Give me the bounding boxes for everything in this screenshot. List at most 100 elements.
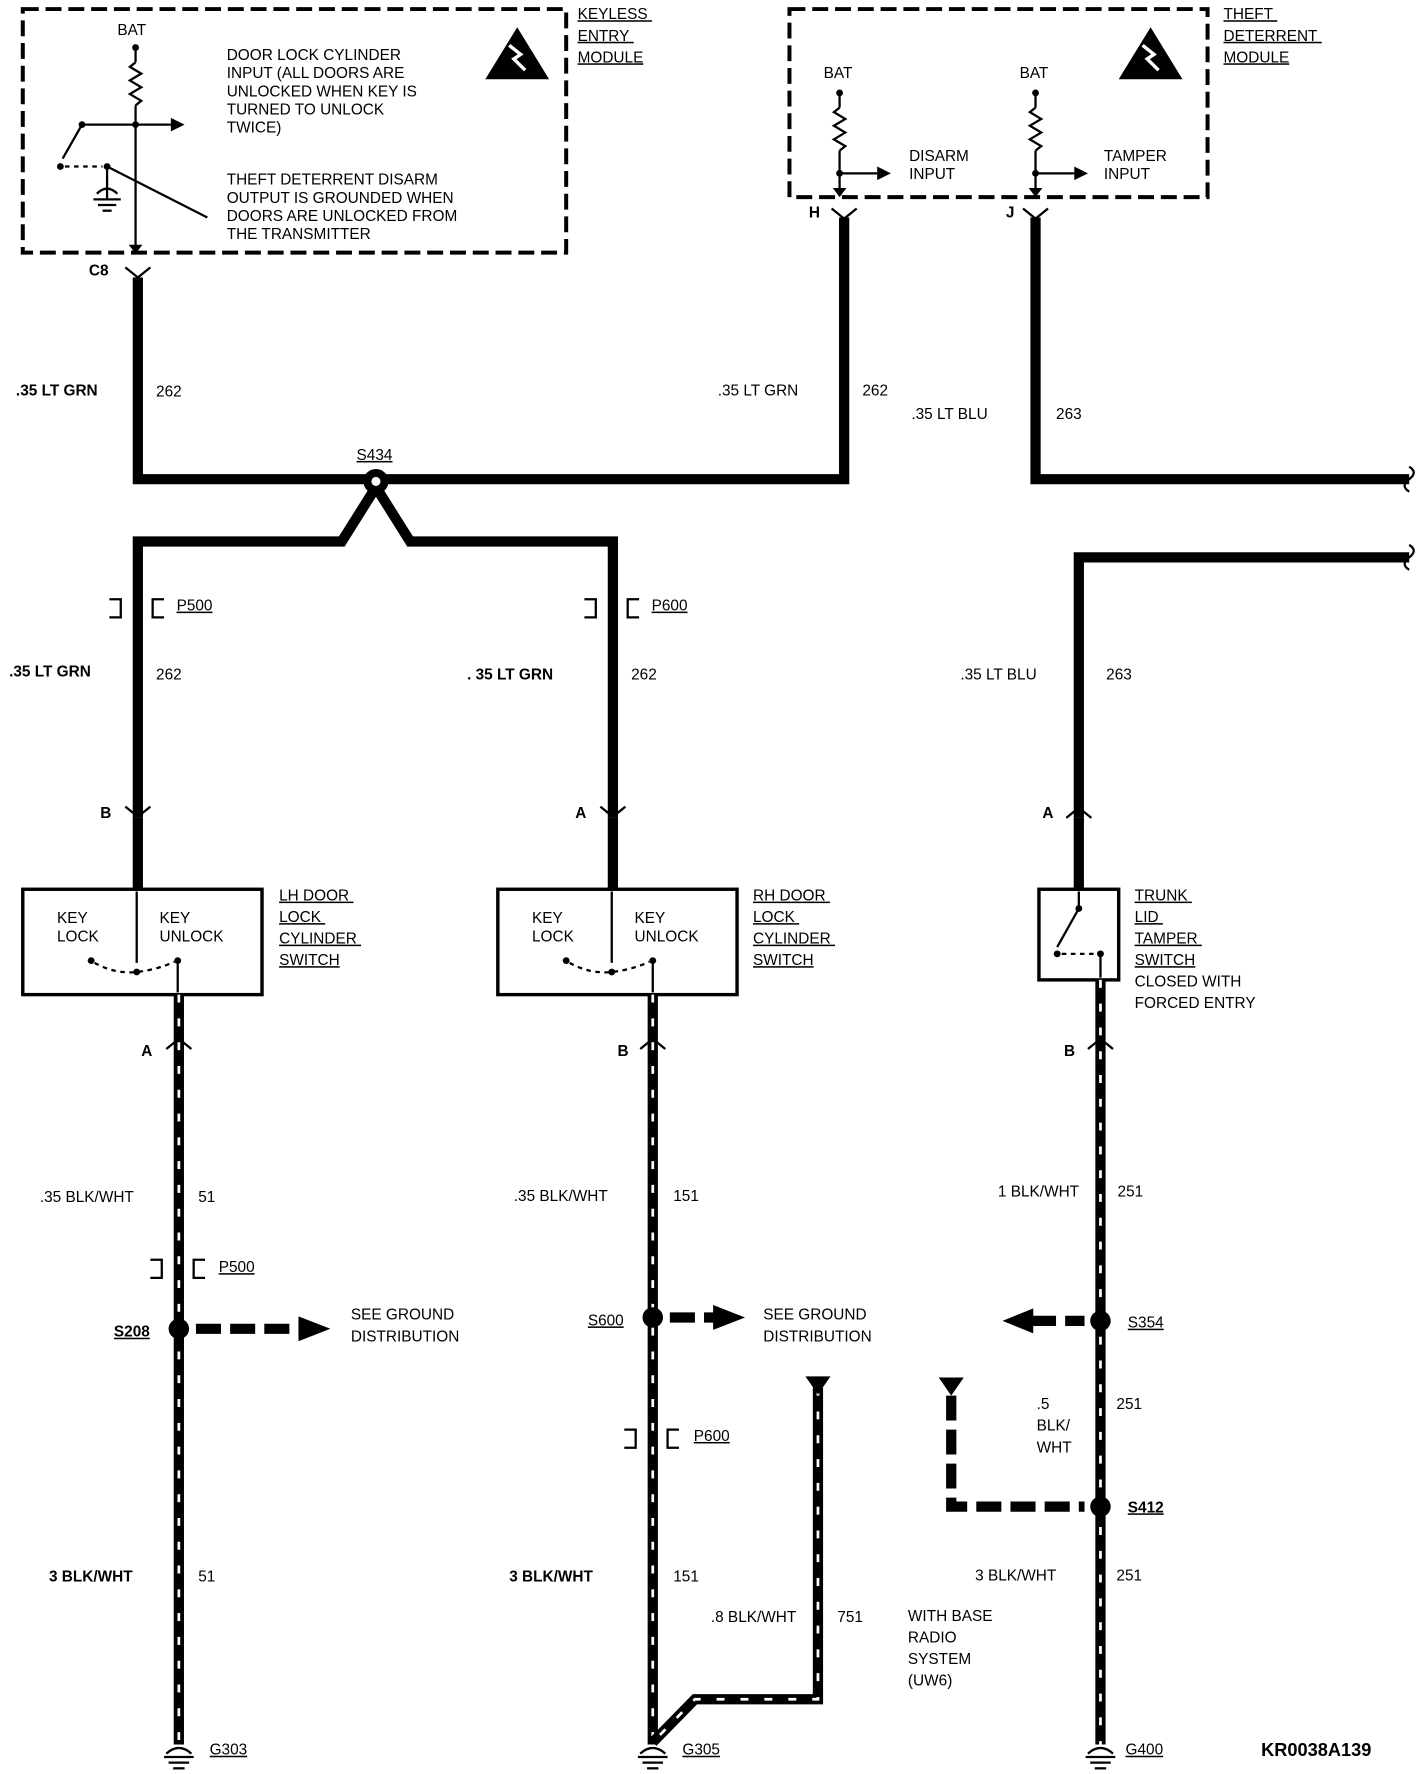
rh-switch-name: RH DOOR LOCK CYLINDER SWITCH (753, 888, 835, 970)
radio-ground-branch-arrow (805, 1376, 831, 1395)
esd-warning-icon (485, 27, 550, 80)
connector-p600-upper: P600 (584, 598, 688, 619)
wire-gauge-51-a: .35 BLK/WHT (40, 1189, 135, 1206)
splice-s434-label: S434 (357, 447, 393, 464)
ground-icon (93, 187, 121, 212)
theft-pin-h: H (809, 205, 820, 222)
theft-bat-label-1: BAT (824, 65, 853, 82)
wire-gauge-751: .8 BLK/WHT (711, 1609, 797, 1626)
ground-g400-label: G400 (1126, 1742, 1164, 1759)
pin-lh-bot: A (141, 1043, 152, 1060)
figure-id: KR0038A139 (1261, 1740, 1371, 1760)
module-pin-terminals (124, 207, 1049, 280)
wire-gauge-51-b: 3 BLK/WHT (49, 1568, 133, 1585)
lh-door-lock-cylinder-switch: KEY LOCK KEY UNLOCK LH DOOR LOCK CYLINDE… (21, 887, 361, 997)
pin-trunk-top: A (1042, 805, 1053, 822)
tamper-input-label: TAMPER INPUT (1104, 148, 1171, 183)
rh-door-lock-cylinder-switch: KEY LOCK KEY UNLOCK RH DOOR LOCK CYLINDE… (496, 887, 835, 997)
splice-s208-label: S208 (114, 1324, 150, 1341)
wire-circuit-251-b: 251 (1116, 1396, 1142, 1413)
svg-text:P600: P600 (652, 598, 688, 615)
wire-circuit-262-top-right: 262 (862, 382, 888, 399)
wire-gauge-263-top: .35 LT BLU (911, 406, 987, 423)
wire-circuit-751: 751 (837, 1609, 863, 1626)
wire-circuit-51-b: 51 (198, 1568, 215, 1585)
keyless-entry-module: KEYLESS ENTRY MODULE BAT (20, 6, 652, 279)
ground-distribution-note-mid: SEE GROUND DISTRIBUTION (763, 1307, 871, 1345)
theft-module-name: THEFT DETERRENT MODULE (1224, 6, 1322, 66)
keyless-pin-c8: C8 (89, 262, 109, 279)
ground-g303: G303 (164, 1742, 248, 1770)
splice-s354-label: S354 (1128, 1315, 1164, 1332)
wire-gauge-151-b: 3 BLK/WHT (509, 1568, 593, 1585)
ground-icon (1085, 1746, 1116, 1770)
trunk-switch-note: CLOSED WITH FORCED ENTRY (1135, 974, 1256, 1012)
wire-263 (1030, 217, 1415, 818)
base-radio-note: WITH BASE RADIO SYSTEM (UW6) (908, 1608, 997, 1690)
wire-circuit-263-right: 263 (1106, 667, 1132, 684)
ground-wires (173, 979, 1106, 1746)
connector-p500-lower: P500 (150, 1258, 255, 1279)
splice-s600-label: S600 (588, 1312, 624, 1329)
svg-text:P600: P600 (694, 1428, 730, 1445)
ground-g305-label: G305 (682, 1742, 720, 1759)
keyless-internal-circuit (56, 44, 208, 254)
keyless-module-name: KEYLESS ENTRY MODULE (578, 6, 652, 66)
pin-rh-bot: B (617, 1043, 628, 1060)
pin-rh-top: A (575, 805, 586, 822)
wire-gauge-251-b: .5 BLK/ WHT (1037, 1396, 1075, 1456)
connector-p500-upper: P500 (109, 598, 213, 619)
ground-g400: G400 (1085, 1742, 1164, 1770)
keyless-bat-label: BAT (117, 22, 146, 39)
rh-key-unlock-label: KEY UNLOCK (635, 910, 700, 945)
ground-g305: G305 (637, 1742, 720, 1770)
ground-icon (637, 1746, 668, 1770)
splice-s600: S600 (588, 1305, 746, 1330)
wire-circuit-262-left: 262 (156, 667, 182, 684)
switch-bottom-terminals (165, 1037, 1114, 1050)
wire-circuit-262-top-left: 262 (156, 384, 182, 401)
wire-circuit-51-a: 51 (198, 1189, 215, 1206)
rh-key-lock-label: KEY LOCK (532, 910, 575, 945)
wire-gauge-262-top-right: .35 LT GRN (718, 382, 799, 399)
splice-s412-label: S412 (1128, 1499, 1164, 1516)
svg-text:P500: P500 (219, 1259, 255, 1276)
trunk-lid-tamper-switch: TRUNK LID TAMPER SWITCH CLOSED WITH FORC… (1037, 887, 1256, 1012)
splice-s354: S354 (1002, 1308, 1164, 1334)
pin-trunk-bot: B (1064, 1043, 1075, 1060)
wire-circuit-151-a: 151 (673, 1188, 699, 1205)
keyless-note-disarm-output: THEFT DETERRENT DISARM OUTPUT IS GROUNDE… (227, 172, 462, 243)
wire-circuit-263-top: 263 (1056, 406, 1082, 423)
wire-gauge-251-a: 1 BLK/WHT (998, 1183, 1080, 1200)
splice-s434: S434 (357, 447, 393, 494)
ground-distribution-note-left: SEE GROUND DISTRIBUTION (351, 1307, 459, 1345)
wire-circuit-251-a: 251 (1118, 1183, 1144, 1200)
splice-s208: S208 (114, 1316, 331, 1342)
theft-bat-label-2: BAT (1020, 65, 1049, 82)
keyless-note-lock-input: DOOR LOCK CYLINDER INPUT (ALL DOORS ARE … (227, 47, 421, 136)
theft-pin-j: J (1006, 205, 1015, 222)
wire-gauge-251-c: 3 BLK/WHT (975, 1567, 1057, 1584)
lh-switch-name: LH DOOR LOCK CYLINDER SWITCH (279, 888, 361, 970)
switch-top-terminals (124, 805, 1093, 819)
wire-gauge-263-right: .35 LT BLU (960, 667, 1036, 684)
trunk-switch-name: TRUNK LID TAMPER SWITCH (1135, 888, 1202, 970)
ground-icon (164, 1746, 194, 1770)
splice-s412: S412 (938, 1377, 1164, 1517)
wire-gauge-262-left: .35 LT GRN (9, 663, 91, 680)
theft-internal-circuit (831, 89, 1088, 198)
wire-gauge-262-mid: . 35 LT GRN (467, 667, 553, 684)
lh-key-lock-label: KEY LOCK (57, 910, 100, 945)
wire-gauge-151-a: .35 BLK/WHT (514, 1188, 609, 1205)
wire-circuit-262-mid: 262 (631, 667, 657, 684)
svg-text:P500: P500 (177, 598, 213, 615)
esd-warning-icon (1118, 27, 1183, 80)
connector-p600-lower: P600 (624, 1428, 730, 1449)
wire-262-network (132, 217, 850, 818)
pin-lh-top: B (100, 805, 111, 822)
theft-deterrent-module: THEFT DETERRENT MODULE BAT BAT (787, 6, 1322, 222)
wire-circuit-151-b: 151 (673, 1568, 699, 1585)
disarm-input-label: DISARM INPUT (909, 148, 973, 183)
ground-g303-label: G303 (210, 1742, 248, 1759)
